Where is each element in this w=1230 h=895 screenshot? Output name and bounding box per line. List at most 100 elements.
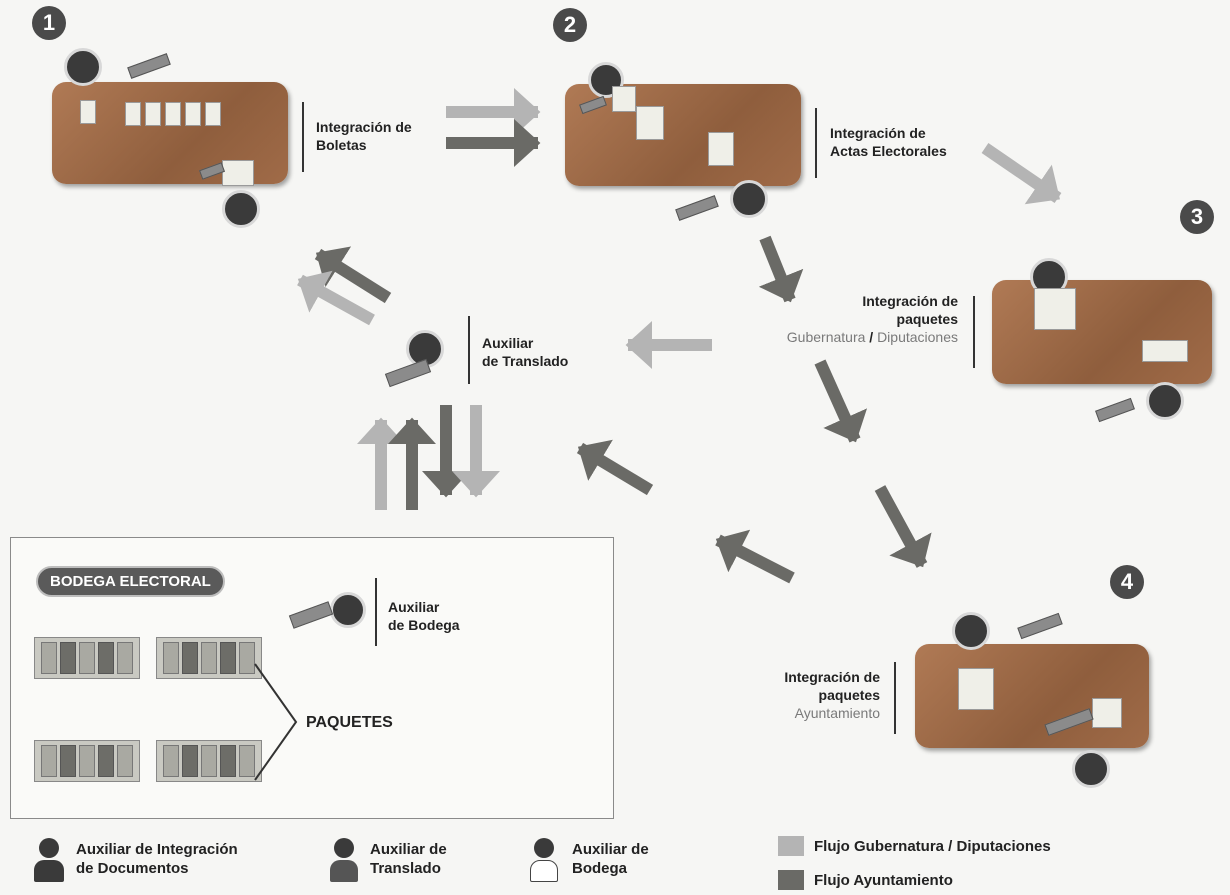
- label-sep: /: [865, 329, 878, 345]
- step-3-badge: 3: [1180, 200, 1214, 234]
- divider: [815, 108, 817, 178]
- legend-flujo-ayuntamiento: Flujo Ayuntamiento: [814, 872, 953, 889]
- legend-line: Auxiliar de: [370, 841, 447, 858]
- label-paquetes-gubernatura: Integración de paquetes Gubernatura / Di…: [736, 292, 958, 346]
- arrow-4-translado-dark-b: [715, 529, 795, 584]
- document-icon: [80, 100, 96, 124]
- arrow-mid-down-dark: [814, 359, 868, 443]
- arrow-to-4-dark: [874, 485, 932, 568]
- legend-line: Auxiliar de Integración: [76, 841, 238, 858]
- label-line: Integración de: [784, 669, 880, 685]
- document-icon: [222, 160, 254, 186]
- label-line: de Translado: [482, 353, 569, 369]
- divider: [375, 578, 377, 646]
- legend-aux-bodega-icon: [530, 838, 558, 884]
- document-icon: [708, 132, 734, 166]
- paquete-box: [162, 745, 179, 777]
- divider: [973, 296, 975, 368]
- table-4: [915, 644, 1149, 748]
- arrow-2-3-light: [981, 143, 1062, 205]
- label-line: Boletas: [316, 137, 367, 153]
- paquete-box: [98, 642, 115, 674]
- paquete-box: [200, 745, 217, 777]
- label-line: paquetes: [896, 311, 958, 327]
- document-icon: [636, 106, 664, 140]
- step-4-badge: 4: [1110, 565, 1144, 599]
- label-sub-a: Gubernatura: [786, 329, 866, 345]
- legend-aux-integracion-icon: [34, 838, 64, 884]
- paquete-box: [239, 642, 256, 674]
- legend-aux-translado: Auxiliar de Translado: [370, 840, 447, 878]
- label-line: de Bodega: [388, 617, 460, 633]
- document-icon: [612, 86, 636, 112]
- label-line: Integración de: [862, 293, 958, 309]
- paquete-box: [117, 642, 134, 674]
- document-icon: [1092, 698, 1122, 728]
- label-paquetes-ayuntamiento: Integración de paquetes Ayuntamiento: [720, 668, 880, 722]
- paquete-box: [40, 745, 57, 777]
- label-sub-b: Diputaciones: [877, 329, 958, 345]
- legend-line: Bodega: [572, 860, 628, 877]
- person-integracion-icon: [730, 180, 768, 218]
- arrow-translado-1-light: [297, 270, 375, 326]
- paquete-box: [78, 745, 95, 777]
- document-icon: [125, 102, 141, 126]
- label-actas: Integración de Actas Electorales: [830, 124, 947, 160]
- divider: [302, 102, 304, 172]
- arrow-4-translado-dark-a: [576, 439, 654, 496]
- person-integracion-icon: [222, 190, 260, 228]
- person-integracion-icon: [1146, 382, 1184, 420]
- legend-aux-bodega: Auxiliar de Bodega: [572, 840, 649, 878]
- step-2-badge: 2: [553, 8, 587, 42]
- label-line: paquetes: [818, 687, 880, 703]
- legend-aux-translado-icon: [330, 838, 358, 884]
- legend-aux-integracion: Auxiliar de Integración de Documentos: [76, 840, 238, 878]
- paquete-box: [59, 745, 76, 777]
- person-integracion-icon: [952, 612, 990, 650]
- document-icon: [145, 102, 161, 126]
- label-line: Auxiliar: [388, 599, 440, 615]
- paquete-box: [59, 642, 76, 674]
- paquete-box: [117, 745, 134, 777]
- paquete-box: [220, 745, 237, 777]
- label-line: Integración de: [830, 125, 926, 141]
- label-boletas: Integración de Boletas: [316, 118, 412, 154]
- label-line: Auxiliar: [482, 335, 534, 351]
- legend-swatch-dark: [778, 870, 804, 890]
- legend-swatch-light: [778, 836, 804, 856]
- paquete-shelf: [156, 637, 262, 679]
- arrow-translado-1-dark: [314, 246, 392, 304]
- document-icon: [205, 102, 221, 126]
- document-icon: [185, 102, 201, 126]
- person-integracion-icon: [64, 48, 102, 86]
- paquete-box: [98, 745, 115, 777]
- paquete-box: [40, 642, 57, 674]
- paquete-box: [200, 642, 217, 674]
- paquete-box: [78, 642, 95, 674]
- label-bodega-aux: Auxiliar de Bodega: [388, 598, 460, 634]
- paquete-box: [181, 745, 198, 777]
- legend-line: Translado: [370, 860, 441, 877]
- legend-line: Auxiliar de: [572, 841, 649, 858]
- table-3: [992, 280, 1212, 384]
- label-line: Actas Electorales: [830, 143, 947, 159]
- step-1-badge: 1: [32, 6, 66, 40]
- label-translado: Auxiliar de Translado: [482, 334, 568, 370]
- person-integracion-icon: [1072, 750, 1110, 788]
- label-sub: Ayuntamiento: [794, 705, 880, 721]
- paquete-shelf: [34, 637, 140, 679]
- paquetes-label: PAQUETES: [306, 714, 393, 731]
- legend-line: de Documentos: [76, 860, 189, 877]
- paquete-box: [220, 642, 237, 674]
- arrow-2-down-dark: [758, 235, 804, 303]
- divider: [894, 662, 896, 734]
- legend-flujo-gubernatura: Flujo Gubernatura / Diputaciones: [814, 838, 1051, 855]
- paquete-shelf: [34, 740, 140, 782]
- bodega-title: BODEGA ELECTORAL: [36, 566, 225, 597]
- document-icon: [1034, 288, 1076, 330]
- document-icon: [958, 668, 994, 710]
- divider: [468, 316, 470, 384]
- document-icon: [1142, 340, 1188, 362]
